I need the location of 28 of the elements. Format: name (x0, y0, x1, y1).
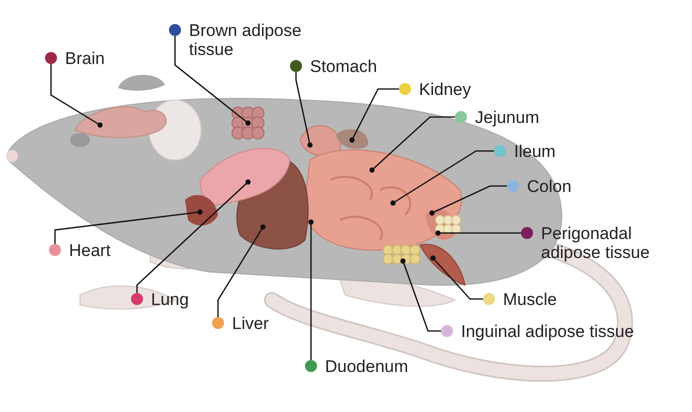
organ-label: Colon (527, 177, 572, 196)
organ-label: Lung (151, 290, 190, 309)
organ-label: Stomach (310, 57, 378, 76)
organ-label: Jejunum (475, 108, 540, 127)
leader-line (435, 230, 521, 236)
organ-label: Brain (65, 49, 106, 68)
organ-label: Heart (69, 241, 112, 260)
organ-label: Muscle (503, 290, 558, 309)
organ-label: Perigonadal adipose tissue (541, 224, 651, 262)
leader-line (400, 258, 441, 332)
leader-line (430, 255, 483, 300)
organ-label: Ileum (514, 142, 557, 161)
leader-line (369, 116, 455, 173)
leader-line (429, 185, 507, 216)
leader-line (390, 150, 494, 206)
organ-label: Kidney (419, 80, 472, 99)
leader-line (136, 179, 251, 293)
leader-line (295, 72, 313, 148)
leader-line (349, 88, 399, 143)
organ-label: Liver (232, 314, 270, 333)
organ-label: Brown adipose tissue (189, 21, 302, 59)
leader-line (308, 219, 314, 360)
organ-label: Inguinal adipose tissue (461, 322, 635, 341)
organ-label: Duodenum (325, 357, 410, 376)
leader-line (54, 209, 203, 244)
leader-line (50, 64, 103, 128)
leader-line (217, 224, 266, 317)
leader-line (174, 36, 251, 126)
